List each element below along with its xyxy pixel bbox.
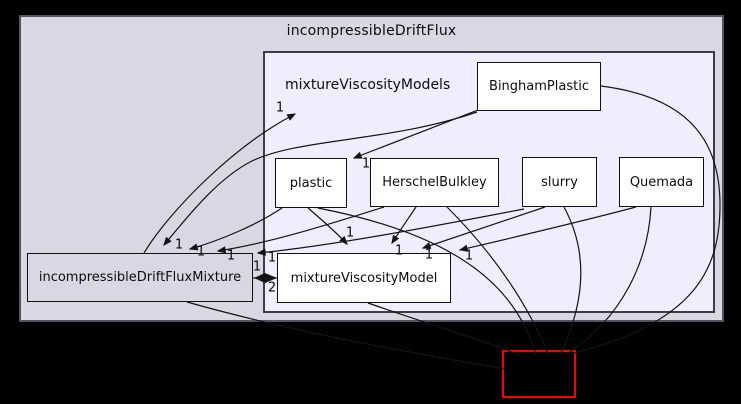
node-binghamplastic[interactable]: BinghamPlastic xyxy=(477,62,601,111)
node-slurry[interactable]: slurry xyxy=(522,157,597,207)
node-truncated-external[interactable] xyxy=(502,350,576,398)
node-quemada[interactable]: Quemada xyxy=(619,157,704,207)
node-plastic[interactable]: plastic xyxy=(275,158,347,208)
node-herschelbulkley[interactable]: HerschelBulkley xyxy=(370,158,499,207)
cluster-title-incompressibledriftflux: incompressibleDriftFlux xyxy=(286,23,457,39)
node-incompressibledriftfluxmixture[interactable]: incompressibleDriftFluxMixture xyxy=(27,253,253,302)
cluster-title-mixtureviscositymodels[interactable]: mixtureViscosityModels xyxy=(285,77,451,93)
node-mixtureviscositymodel[interactable]: mixtureViscosityModel xyxy=(277,253,451,303)
